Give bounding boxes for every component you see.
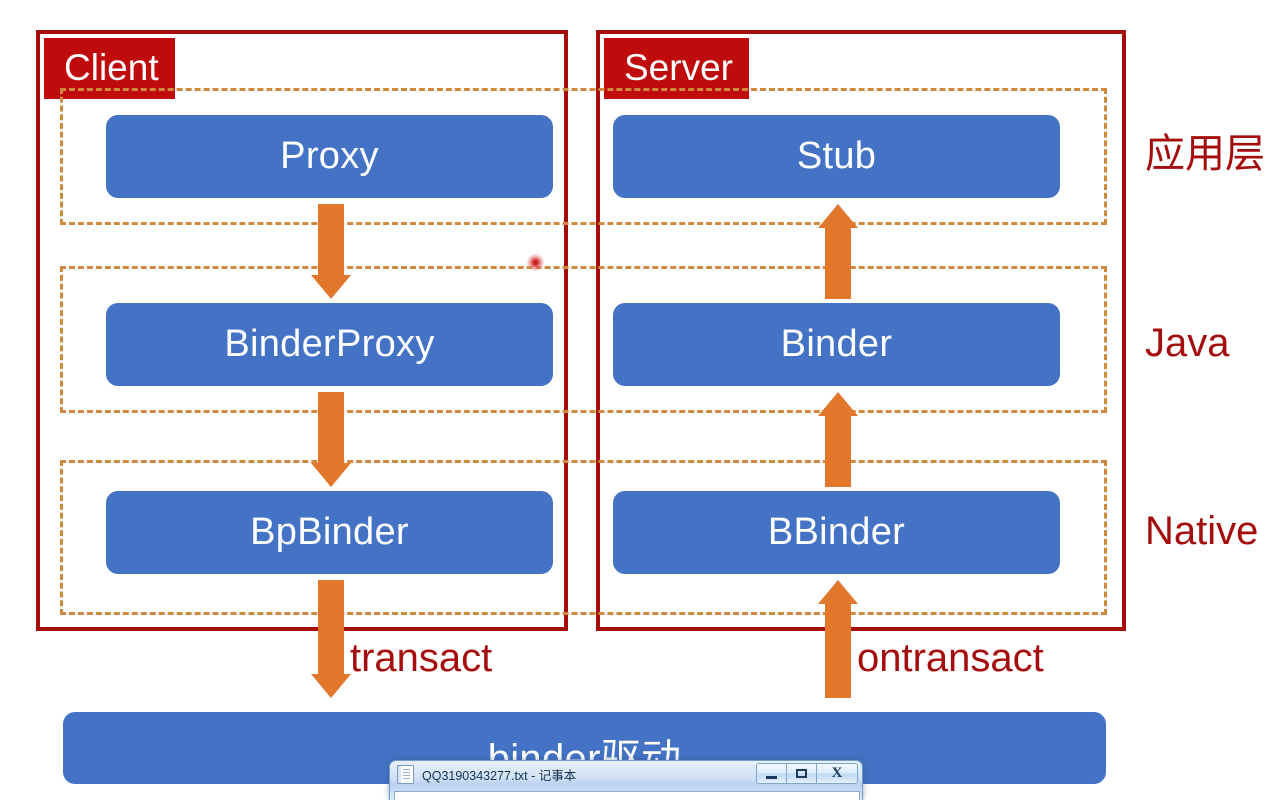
minimize-icon [766,775,777,779]
arrow-shaft [825,228,851,299]
arrow-shaft [825,604,851,698]
node-proxy[interactable]: Proxy [106,115,553,198]
arrow-up-ontransact [818,580,858,698]
caption-transact: transact [350,636,493,680]
node-binder[interactable]: Binder [613,303,1060,386]
server-group-box [596,30,1126,631]
arrow-down-binderproxy-to-bpbinder [311,392,351,487]
node-bbinder[interactable]: BBinder [613,491,1060,574]
notepad-icon [397,764,414,784]
arrow-shaft [825,416,851,487]
notepad-title-text: QQ3190343277.txt - 记事本 [422,768,577,783]
arrow-up-bbinder-to-binder [818,392,858,487]
arrow-head-icon [311,275,351,299]
arrow-head-icon [818,204,858,228]
arrow-shaft [318,580,344,674]
arrow-head-icon [818,580,858,604]
layer-label-native: Native [1145,509,1259,553]
caption-ontransact: ontransact [857,636,1044,680]
arrow-down-proxy-to-binderproxy [311,204,351,299]
maximize-button[interactable] [786,763,817,784]
layer-label-java: Java [1145,321,1230,365]
arrow-head-icon [311,674,351,698]
arrow-shaft [318,204,344,275]
close-button[interactable]: X [816,763,858,784]
minimize-button[interactable] [756,763,787,784]
node-bpbinder[interactable]: BpBinder [106,491,553,574]
laser-pointer-dot [527,254,544,271]
notepad-window[interactable]: QQ3190343277.txt - 记事本 X [389,760,863,800]
arrow-up-binder-to-stub [818,204,858,299]
node-stub[interactable]: Stub [613,115,1060,198]
notepad-window-controls: X [756,763,858,784]
arrow-head-icon [311,463,351,487]
server-group-title: Server [604,38,749,99]
maximize-icon [796,769,807,778]
close-icon: X [831,765,843,781]
client-group-box [36,30,568,631]
arrow-shaft [318,392,344,463]
arrow-head-icon [818,392,858,416]
layer-band-java [60,266,1107,413]
arrow-down-transact [311,580,351,698]
layer-label-application: 应用层 [1145,132,1265,176]
layer-band-native [60,460,1107,615]
notepad-titlebar[interactable]: QQ3190343277.txt - 记事本 [390,761,862,787]
node-binderproxy[interactable]: BinderProxy [106,303,553,386]
layer-band-application [60,88,1107,225]
